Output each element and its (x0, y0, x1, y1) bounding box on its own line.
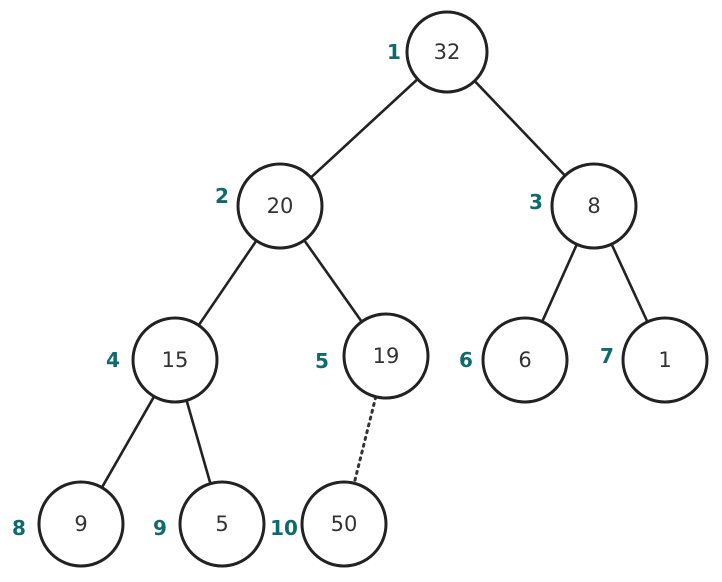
tree-edge (100, 395, 156, 489)
dotted-edge (352, 395, 378, 485)
tree-edge (309, 77, 419, 179)
tree-edge (540, 243, 579, 323)
node-circle (236, 162, 324, 250)
node-circle (178, 480, 266, 568)
node-index-label: 4 (106, 348, 120, 372)
node-index-label: 10 (270, 516, 298, 540)
node-circle (550, 162, 638, 250)
node-value: 15 (162, 348, 189, 372)
node-value: 6 (518, 348, 531, 372)
node-value: 19 (373, 344, 400, 368)
node-index-label: 3 (529, 190, 543, 214)
node-index-label: 7 (600, 344, 614, 368)
heap-node: 17 (600, 316, 709, 404)
node-circle (621, 316, 709, 404)
heap-node: 83 (529, 162, 638, 250)
tree-edge (302, 238, 364, 324)
edges-layer (100, 77, 649, 489)
heap-node: 50 10 (270, 480, 388, 568)
heap-node: 66 (459, 316, 569, 404)
node-circle (300, 480, 388, 568)
node-value: 5 (215, 512, 228, 536)
tree-edge (610, 242, 649, 324)
node-circle (405, 10, 489, 94)
node-index-label: 1 (387, 40, 401, 64)
node-index-label: 2 (215, 184, 229, 208)
tree-edge (185, 399, 212, 485)
node-value: 50 (331, 512, 358, 536)
node-value: 32 (434, 40, 461, 64)
node-value: 20 (267, 194, 294, 218)
node-value: 1 (658, 348, 671, 372)
node-circle (131, 316, 219, 404)
tree-edge (197, 239, 258, 327)
heap-node: 15 4 (106, 316, 219, 404)
node-index-label: 9 (153, 516, 167, 540)
heap-node: 20 2 (215, 162, 324, 250)
heap-node: 98 (12, 480, 125, 568)
node-index-label: 8 (12, 516, 26, 540)
node-circle (37, 480, 125, 568)
heap-node: 19 5 (315, 312, 430, 400)
heap-node: 32 1 (387, 10, 489, 94)
node-circle (481, 316, 569, 404)
tree-edge (473, 79, 567, 177)
heap-node: 59 (153, 480, 266, 568)
node-value: 9 (74, 512, 87, 536)
node-index-label: 6 (459, 348, 473, 372)
node-circle (342, 312, 430, 400)
node-index-label: 5 (315, 349, 329, 373)
node-value: 8 (587, 194, 600, 218)
